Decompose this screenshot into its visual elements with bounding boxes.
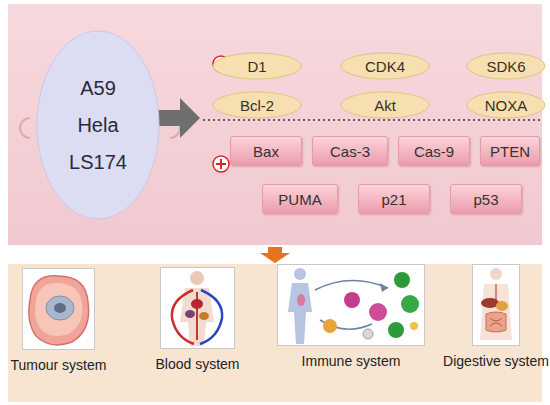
inhibited-target-oval: Bcl-2	[212, 91, 302, 119]
bottom-panel	[8, 264, 542, 402]
digestive-system-illustration	[480, 268, 512, 340]
node-label: p21	[381, 191, 406, 208]
promoted-target-box: Cas-3	[312, 136, 388, 166]
promoted-target-box: Bax	[230, 136, 302, 166]
node-label: NOXA	[485, 97, 528, 114]
promoted-target-box: PTEN	[480, 136, 540, 166]
system-image-frame: Immune system	[277, 264, 425, 346]
node-label: Bax	[253, 143, 279, 160]
promoted-target-box: PUMA	[262, 184, 338, 214]
orange-arrow	[260, 247, 290, 263]
image-background	[472, 264, 520, 346]
node-label: PTEN	[490, 143, 530, 160]
node-label: Akt	[374, 97, 396, 114]
inhibited-target-oval: D1	[212, 52, 302, 80]
node-label: A59	[80, 70, 116, 107]
node-label: p53	[473, 191, 498, 208]
system-image-frame: Blood system	[160, 267, 235, 349]
image-background	[160, 267, 235, 349]
promoted-target-box: Cas-9	[398, 136, 470, 166]
plus-symbol	[213, 156, 229, 172]
inhibited-target-oval: NOXA	[466, 91, 546, 119]
cell-line-ellipse: A59HelaLS174	[36, 30, 160, 220]
image-background	[22, 268, 95, 350]
top-panel	[8, 4, 542, 245]
node-label: CDK4	[365, 58, 405, 75]
blood-system-illustration	[172, 271, 222, 346]
tumour-cell-illustration	[29, 276, 89, 345]
inhibited-target-oval: SDK6	[466, 52, 546, 80]
inhibited-target-oval: Akt	[340, 91, 430, 119]
promoted-target-box: p53	[450, 184, 522, 214]
system-image-frame: Digestive system	[472, 264, 520, 346]
system-label: Blood system	[101, 356, 294, 372]
node-label: Cas-3	[330, 143, 370, 160]
system-label: Digestive system	[413, 353, 550, 369]
node-label: D1	[247, 58, 266, 75]
arc-decoration	[20, 118, 30, 138]
node-label: SDK6	[486, 58, 525, 75]
image-background	[277, 264, 425, 346]
node-label: LS174	[69, 144, 127, 181]
system-image-frame: Tumour system	[22, 268, 95, 350]
node-label: Cas-9	[414, 143, 454, 160]
node-label: Bcl-2	[240, 97, 274, 114]
promoted-target-box: p21	[358, 184, 430, 214]
inhibited-target-oval: CDK4	[340, 52, 430, 80]
immune-system-illustration	[288, 268, 419, 344]
dotted-separator	[203, 119, 540, 121]
node-label: Hela	[77, 107, 118, 144]
node-label: PUMA	[278, 191, 321, 208]
system-label: Tumour system	[0, 357, 154, 373]
